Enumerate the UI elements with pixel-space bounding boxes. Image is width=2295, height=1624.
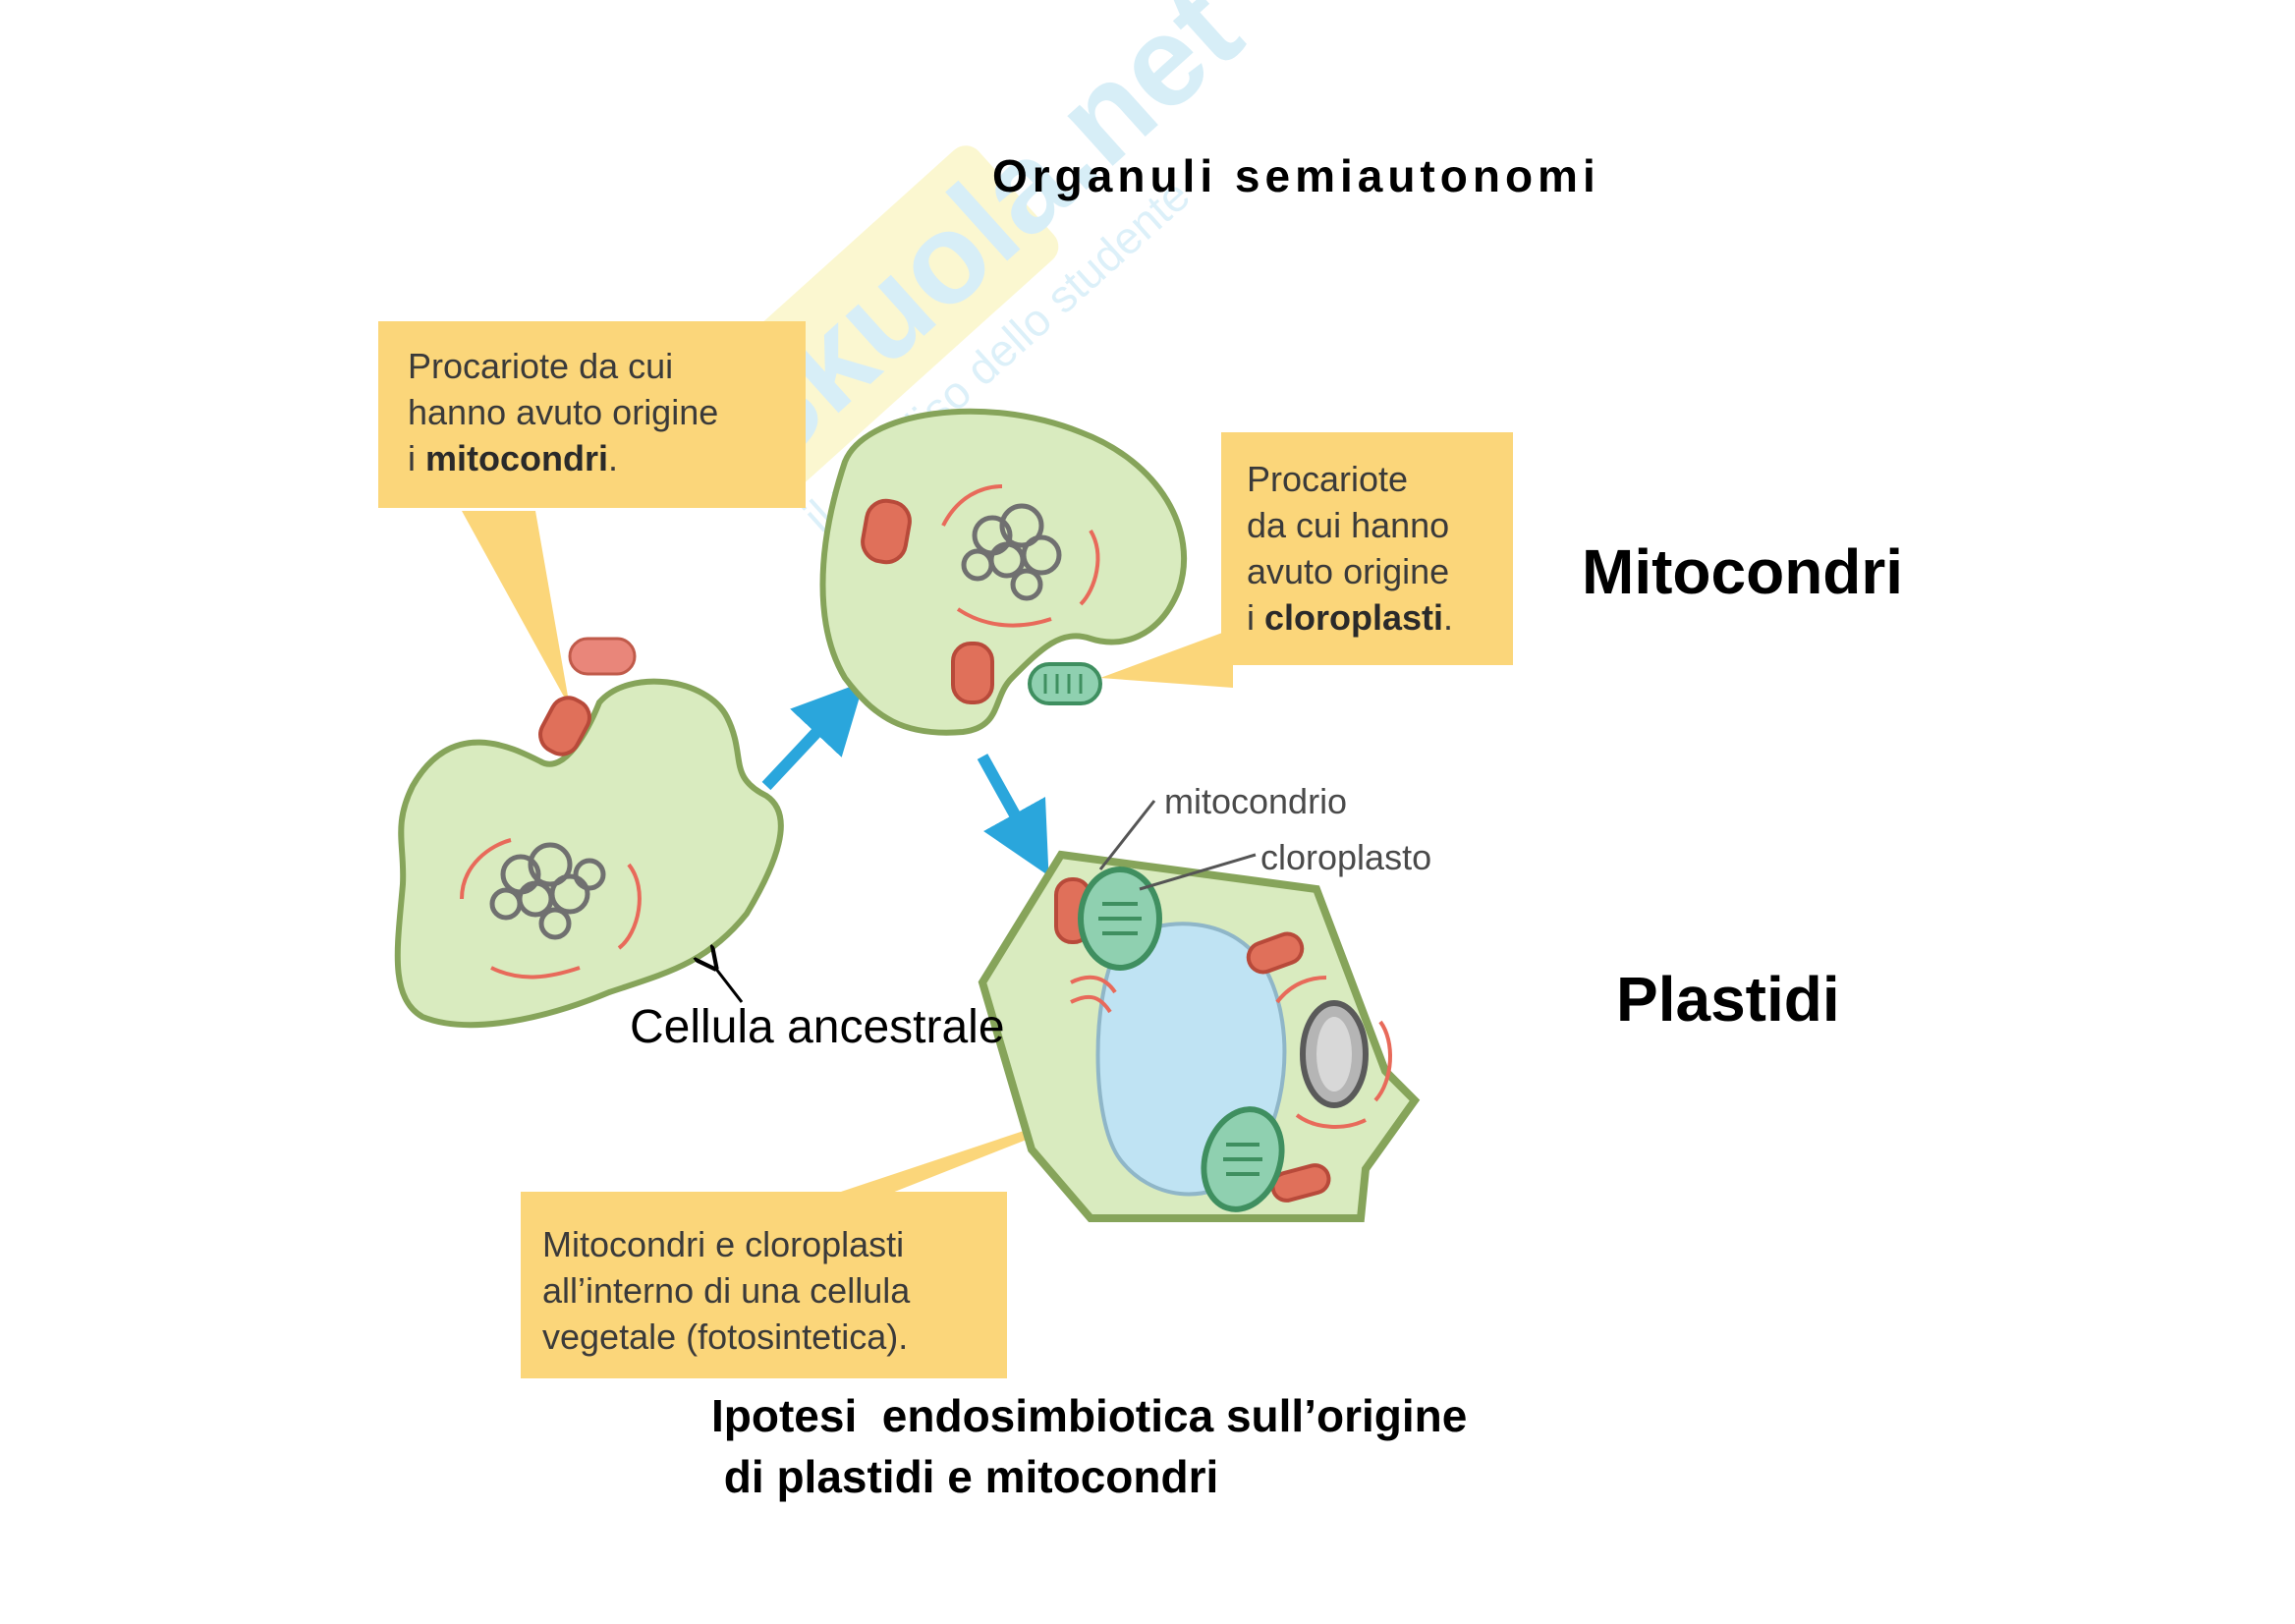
plant-cell: [978, 850, 1421, 1222]
plant-mitochondrion-3: [1270, 1163, 1331, 1203]
figure-caption: Ipotesi endosimbiotica sull’origine di p…: [711, 1385, 1467, 1507]
callout-chloro-line1: Procariote: [1247, 459, 1409, 499]
arrow-to-plant-cell: [977, 754, 1049, 876]
entering-mitochondrion: [538, 696, 591, 756]
mitocondrio-leader: [1098, 800, 1156, 870]
arrow-to-second-cell: [761, 681, 865, 791]
callout-mito-line2: hanno avuto origine: [408, 392, 719, 432]
callout-mito-line1: Procariote da cui: [408, 346, 674, 386]
label-mitocondri: Mitocondri: [1582, 536, 1904, 607]
callout-plant-cell: Mitocondri e cloroplasti all’interno di …: [521, 1192, 1007, 1378]
free-prokaryote-mito: [568, 637, 637, 676]
callout-chloro-origin: Procariote da cui hanno avuto origine i …: [1221, 432, 1513, 665]
callout-chloro-line3: avuto origine: [1247, 551, 1450, 591]
label-mitocondrio: mitocondrio: [1164, 781, 1348, 821]
free-prokaryote-chloro: [1028, 662, 1102, 705]
callout-mito-keyword: mitocondri: [425, 438, 608, 478]
figure-caption-line2: di plastidi e mitocondri: [711, 1451, 1219, 1502]
figure-caption-line1: Ipotesi endosimbiotica sull’origine: [711, 1390, 1468, 1441]
ancestral-cell: [394, 678, 784, 1029]
callout-mito-origin: Procariote da cui hanno avuto origine i …: [378, 321, 806, 508]
callout-mito-line3: i mitocondri.: [408, 438, 619, 478]
page-title: Organuli semiautonomi: [992, 150, 1600, 201]
callout-plant-line2: all’interno di una cellula: [542, 1270, 911, 1311]
callout-tail-chloro: [1100, 629, 1233, 688]
label-cellula-ancestrale: Cellula ancestrale: [630, 1001, 1005, 1053]
label-plastidi: Plastidi: [1616, 964, 1840, 1035]
callout-chloro-line4: i cloroplasti.: [1247, 597, 1454, 638]
callout-plant-line3: vegetale (fotosintetica).: [542, 1316, 909, 1357]
plant-mitochondrion-2: [1246, 931, 1305, 975]
label-cloroplasto: cloroplasto: [1260, 837, 1432, 877]
callout-chloro-line2: da cui hanno: [1247, 505, 1450, 545]
cellula-ancestrale-pointer: [715, 968, 744, 1003]
cloroplasto-leader: [1139, 853, 1257, 891]
intermediate-cell: [819, 408, 1188, 736]
callout-chloro-keyword: cloroplasti: [1264, 597, 1444, 638]
callout-tail-mito: [462, 511, 570, 707]
callout-plant-line1: Mitocondri e cloroplasti: [542, 1224, 905, 1264]
